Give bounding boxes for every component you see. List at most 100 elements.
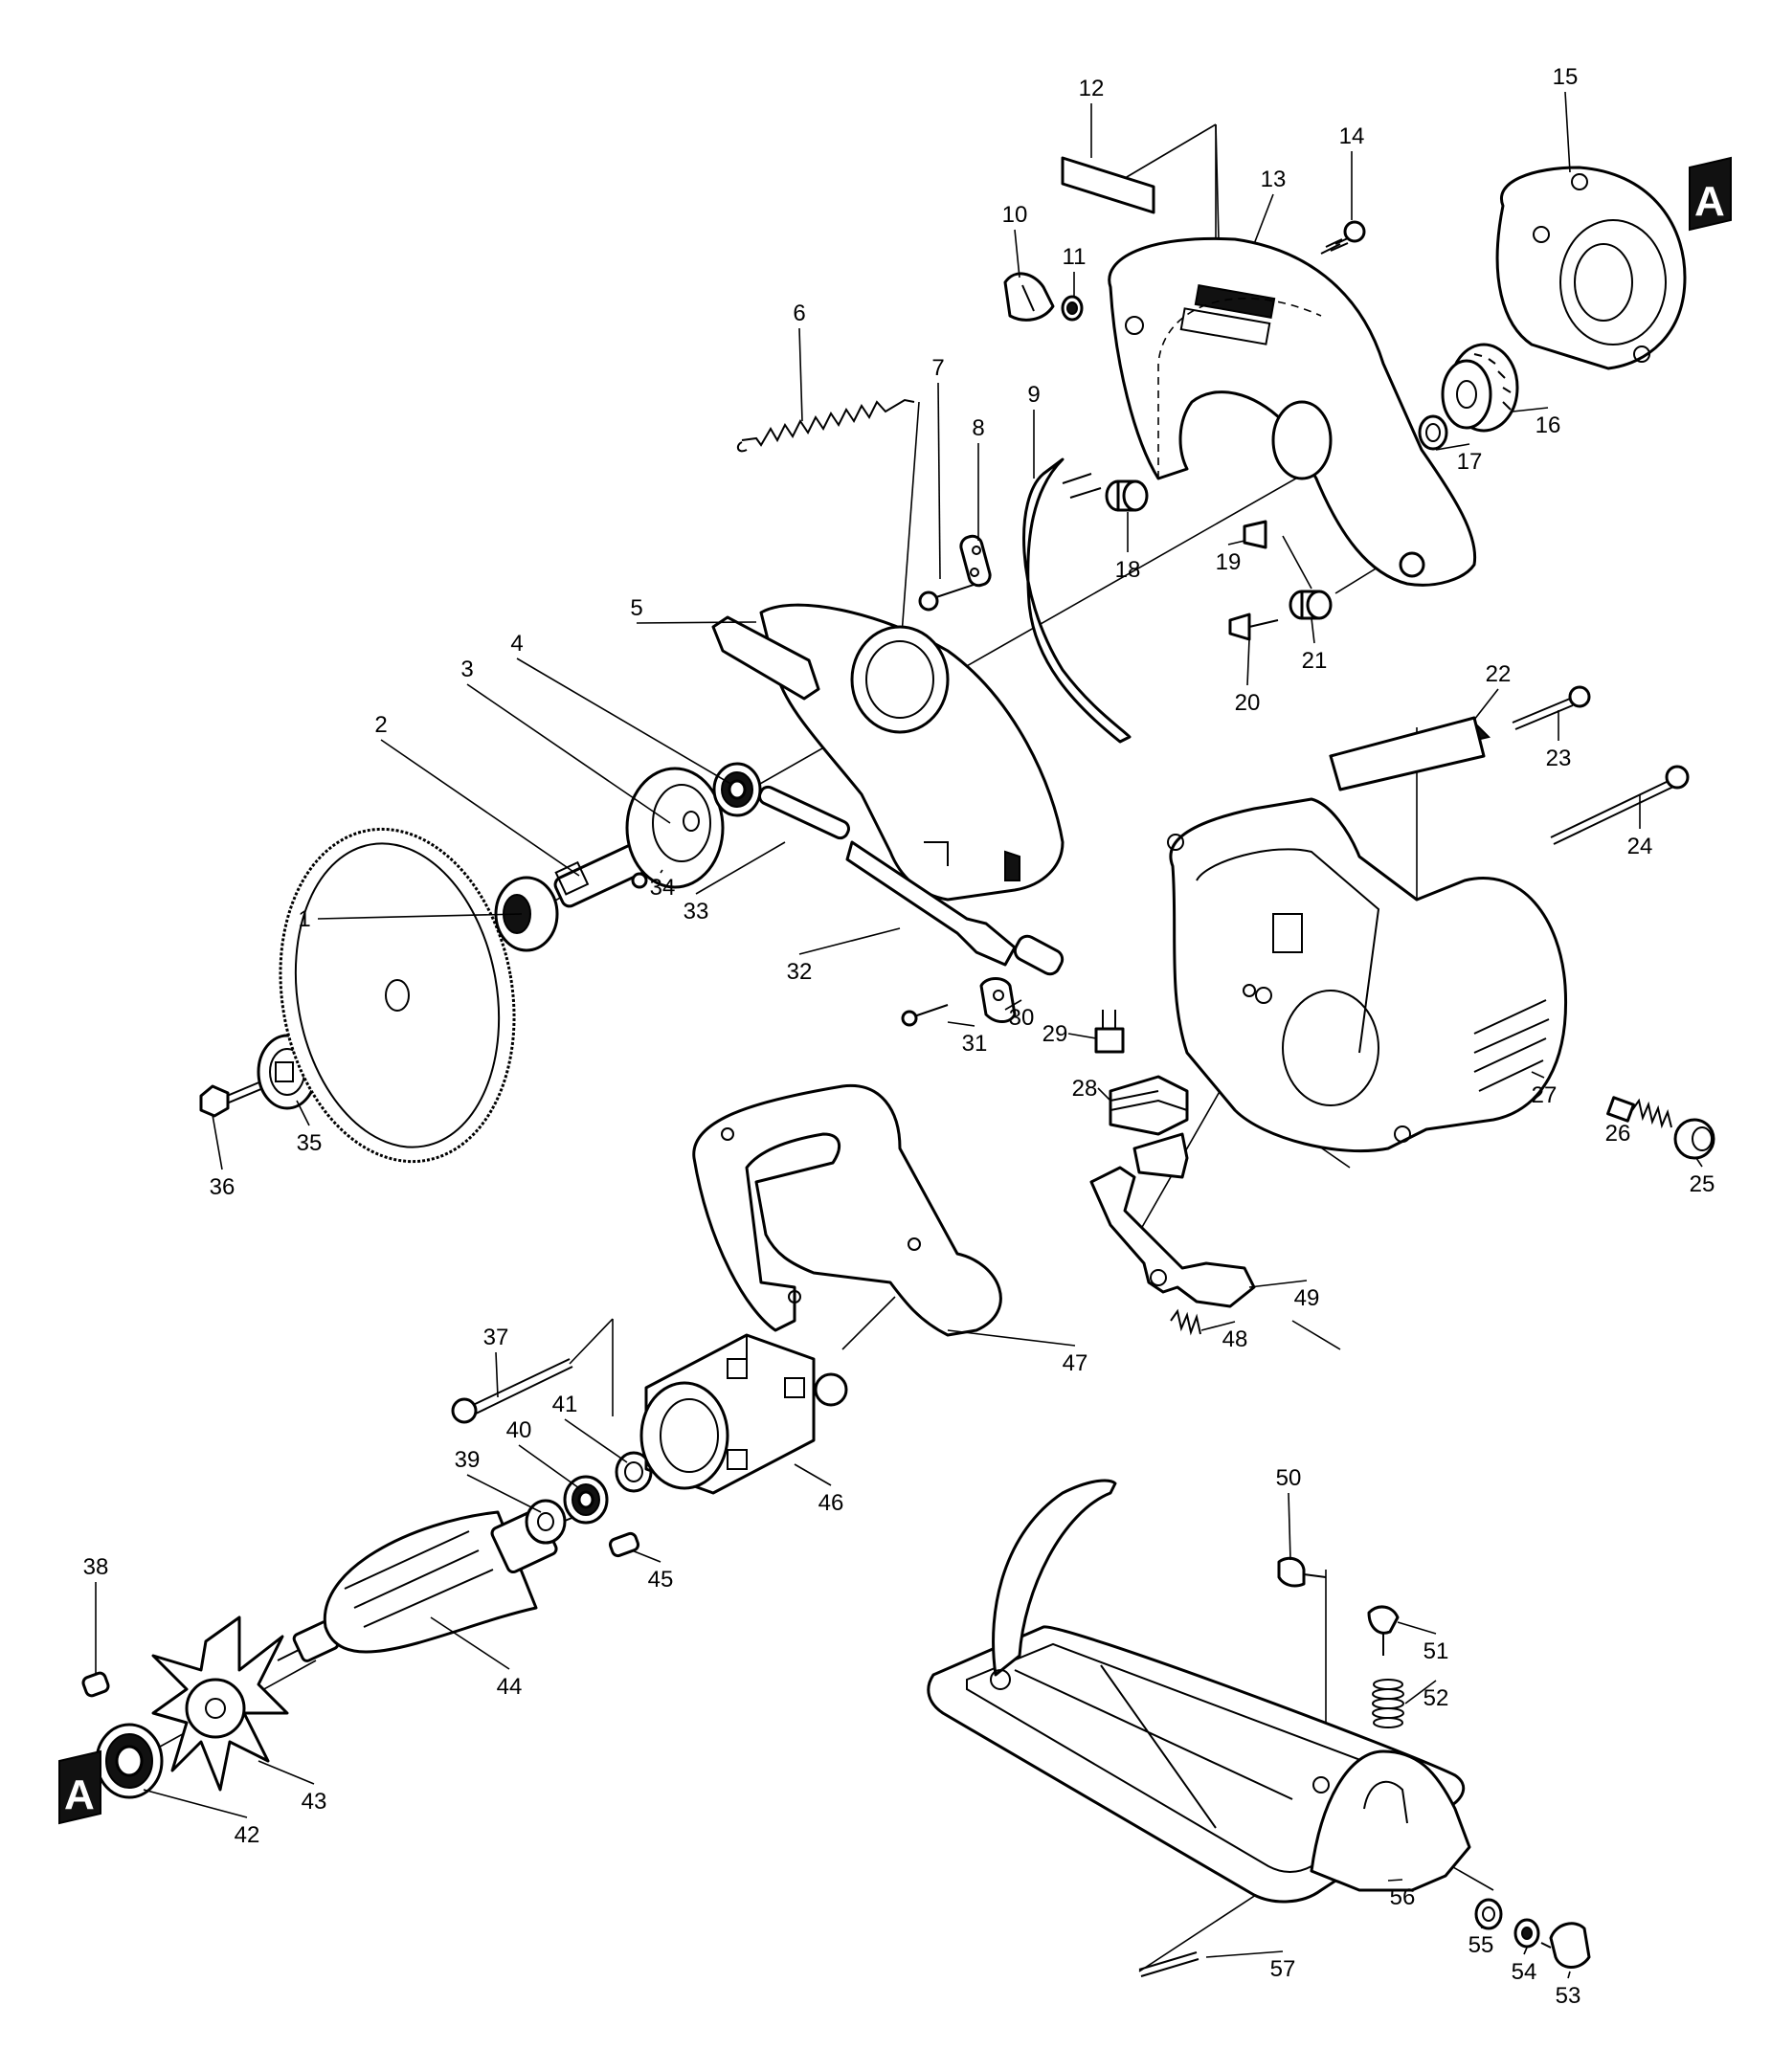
part-number-8: 8 bbox=[972, 415, 984, 441]
part-5-blade-case bbox=[711, 603, 1065, 902]
leader-line-21 bbox=[1311, 617, 1315, 644]
leader-line-34 bbox=[660, 869, 663, 874]
leader-line-46 bbox=[794, 1463, 832, 1486]
part-30-lever-plate bbox=[979, 977, 1017, 1023]
leader-line-52 bbox=[1404, 1680, 1437, 1704]
part-number-44: 44 bbox=[497, 1674, 523, 1700]
part-number-28: 28 bbox=[1072, 1076, 1098, 1102]
part-49-trigger bbox=[1089, 1166, 1256, 1308]
part-14-screw bbox=[1320, 220, 1366, 255]
part-9-arc-guide bbox=[1022, 457, 1132, 744]
part-number-55: 55 bbox=[1468, 1932, 1494, 1958]
part-12-label bbox=[1061, 156, 1155, 214]
part-number-16: 16 bbox=[1536, 412, 1561, 438]
svg-text:A: A bbox=[64, 1771, 95, 1818]
part-number-49: 49 bbox=[1294, 1285, 1320, 1311]
leader-line-47 bbox=[947, 1329, 1076, 1347]
part-16-gear bbox=[1441, 343, 1519, 433]
part-51-knob bbox=[1367, 1605, 1400, 1656]
part-29-terminal bbox=[1094, 1010, 1125, 1054]
leader-line-35 bbox=[296, 1100, 310, 1126]
leader-line-53 bbox=[1567, 1971, 1571, 1979]
part-8-plate bbox=[959, 534, 992, 588]
part-21-bushing bbox=[1289, 590, 1333, 620]
part-number-9: 9 bbox=[1027, 382, 1040, 408]
part-number-12: 12 bbox=[1079, 76, 1105, 101]
part-number-18: 18 bbox=[1115, 557, 1141, 583]
leader-line-50 bbox=[1288, 1492, 1291, 1561]
part-55-washer bbox=[1474, 1898, 1503, 1930]
part-number-34: 34 bbox=[650, 875, 676, 901]
leader-line-33 bbox=[695, 841, 786, 895]
part-20-screw bbox=[1228, 613, 1279, 641]
leader-line-37 bbox=[495, 1351, 499, 1398]
part-number-27: 27 bbox=[1532, 1082, 1558, 1108]
leader-line-51 bbox=[1397, 1621, 1437, 1635]
leader-line-6 bbox=[798, 327, 803, 422]
leader-line-41 bbox=[564, 1418, 628, 1463]
part-24-long-screw bbox=[1550, 765, 1690, 845]
part-28-switch bbox=[1109, 1075, 1189, 1179]
part-52-spring bbox=[1372, 1679, 1404, 1728]
part-number-2: 2 bbox=[374, 712, 387, 738]
leader-line-54 bbox=[1523, 1947, 1528, 1955]
leader-line-30 bbox=[1004, 999, 1022, 1011]
leader-line-16 bbox=[1512, 407, 1549, 412]
svg-text:A: A bbox=[1694, 178, 1725, 225]
leader-line-29 bbox=[1067, 1033, 1097, 1039]
leader-line-32 bbox=[798, 927, 901, 955]
leader-line-10 bbox=[1014, 229, 1020, 278]
part-50-screw bbox=[1277, 1556, 1327, 1588]
connector-badge-bottom: A bbox=[58, 1749, 101, 1825]
leader-line-25 bbox=[1695, 1157, 1703, 1168]
leader-line-40 bbox=[518, 1444, 580, 1489]
part-38-pin bbox=[81, 1671, 110, 1698]
part-46-stator bbox=[639, 1333, 848, 1495]
part-number-22: 22 bbox=[1486, 661, 1512, 687]
leader-line-2 bbox=[380, 739, 580, 877]
leader-line-28 bbox=[1097, 1087, 1111, 1102]
part-33-rod bbox=[758, 785, 850, 840]
part-44-armature bbox=[277, 1508, 575, 1662]
part-number-54: 54 bbox=[1512, 1959, 1537, 1985]
leader-line-55 bbox=[1480, 1927, 1490, 1929]
part-11-washer bbox=[1061, 295, 1084, 322]
part-19-screw bbox=[1243, 520, 1267, 549]
part-number-30: 30 bbox=[1009, 1005, 1035, 1031]
leader-line-27 bbox=[1531, 1071, 1545, 1079]
leader-line-22 bbox=[1473, 688, 1499, 721]
part-number-21: 21 bbox=[1302, 648, 1328, 674]
leader-line-4 bbox=[516, 657, 733, 786]
part-number-14: 14 bbox=[1339, 123, 1365, 149]
part-number-20: 20 bbox=[1235, 690, 1261, 716]
part-number-1: 1 bbox=[298, 906, 310, 932]
part-17-washer bbox=[1418, 414, 1448, 451]
part-number-23: 23 bbox=[1546, 746, 1572, 771]
leader-line-56 bbox=[1387, 1879, 1403, 1882]
part-number-53: 53 bbox=[1556, 1983, 1581, 2009]
part-number-38: 38 bbox=[83, 1554, 109, 1580]
leader-line-3 bbox=[466, 683, 671, 824]
part-36-bolt bbox=[199, 1076, 276, 1118]
leader-line-13 bbox=[1253, 193, 1274, 245]
part-number-13: 13 bbox=[1261, 167, 1287, 192]
part-number-35: 35 bbox=[297, 1130, 323, 1156]
leader-line-49 bbox=[1248, 1280, 1308, 1288]
part-number-46: 46 bbox=[818, 1490, 844, 1516]
part-37-bolt bbox=[451, 1358, 573, 1424]
part-39-washer bbox=[525, 1499, 567, 1545]
part-number-52: 52 bbox=[1424, 1685, 1449, 1711]
part-saw-blade bbox=[279, 827, 516, 1164]
part-47-handle bbox=[692, 1083, 1002, 1337]
part-number-4: 4 bbox=[510, 631, 523, 657]
part-32-shaft bbox=[845, 840, 1065, 976]
part-number-26: 26 bbox=[1605, 1121, 1631, 1147]
part-number-56: 56 bbox=[1390, 1884, 1416, 1910]
part-43-fan bbox=[151, 1615, 289, 1792]
part-number-36: 36 bbox=[210, 1174, 235, 1200]
part-number-51: 51 bbox=[1424, 1638, 1449, 1664]
leader-line-17 bbox=[1435, 443, 1470, 451]
part-number-43: 43 bbox=[302, 1789, 327, 1815]
part-number-41: 41 bbox=[552, 1392, 578, 1417]
